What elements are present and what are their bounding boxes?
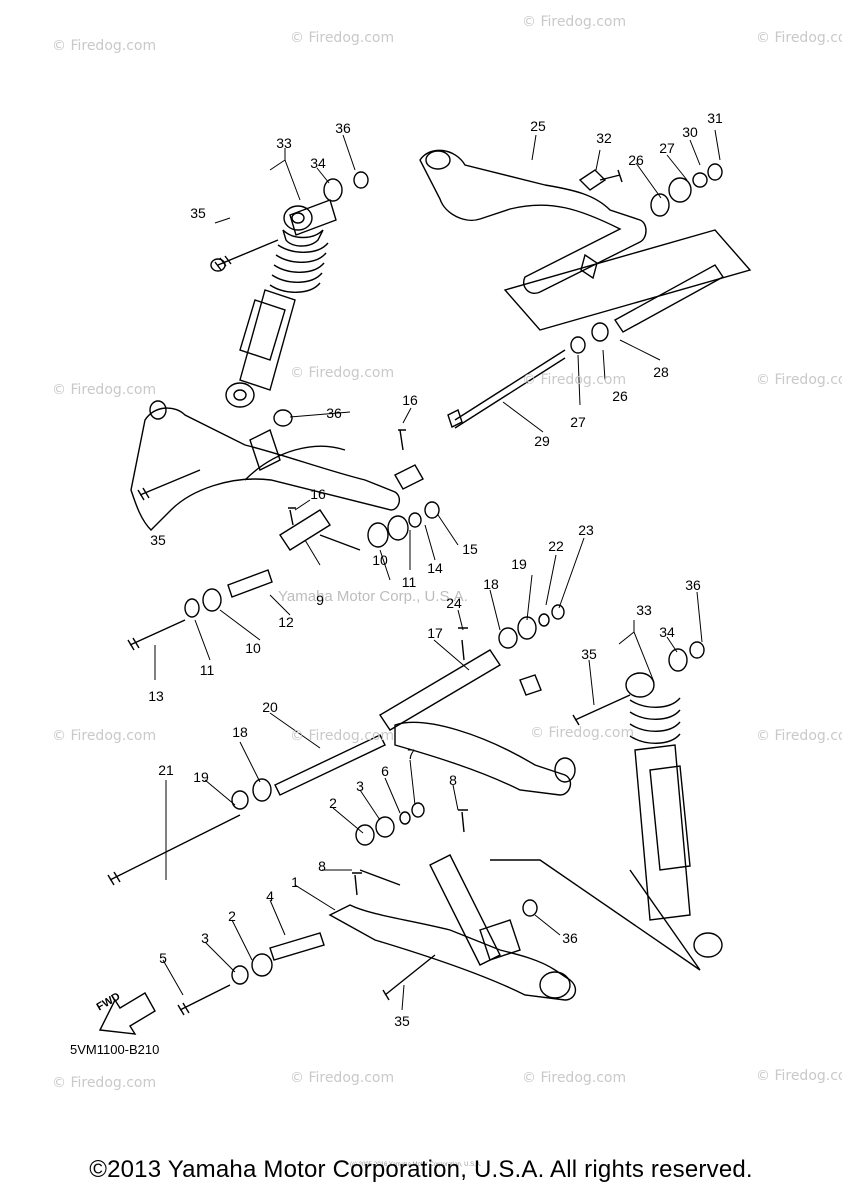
shock-absorber-lower-right bbox=[625, 672, 723, 958]
callout: 16 bbox=[402, 392, 418, 408]
watermark: © Firedog.com bbox=[522, 1070, 627, 1086]
manufacturer-watermark: Yamaha Motor Corp., U.S.A. bbox=[278, 588, 468, 605]
callout: 17 bbox=[427, 625, 443, 641]
callout: 21 bbox=[158, 762, 174, 778]
watermark: © Firedog.com bbox=[52, 1075, 157, 1091]
diagram-code: 5VM1100-B210 bbox=[70, 1042, 160, 1057]
callout: 19 bbox=[511, 556, 527, 572]
callout: 3 bbox=[356, 778, 364, 794]
callout: 10 bbox=[245, 640, 261, 656]
callout: 15 bbox=[462, 541, 478, 557]
watermark: © Firedog.com bbox=[756, 372, 842, 388]
upper-arm-left bbox=[130, 400, 424, 551]
callout: 24 bbox=[446, 595, 462, 611]
callout: 2 bbox=[329, 795, 337, 811]
copyright-footer: ©2013 Yamaha Motor Corporation, U.S.A. A… bbox=[89, 1156, 753, 1183]
shock-absorber-upper-left bbox=[225, 199, 337, 408]
watermark: © Firedog.com bbox=[522, 372, 627, 388]
callout: 34 bbox=[659, 624, 675, 640]
callout: 22 bbox=[548, 538, 564, 554]
callout: 30 bbox=[682, 124, 698, 140]
callout: 8 bbox=[318, 858, 326, 874]
callout: 6 bbox=[381, 763, 389, 779]
callout: 5 bbox=[159, 950, 167, 966]
watermark: © Firedog.com bbox=[756, 30, 842, 46]
callout: 27 bbox=[570, 414, 586, 430]
callout: 2 bbox=[228, 908, 236, 924]
fwd-arrow-icon bbox=[98, 992, 156, 1035]
callout: 3 bbox=[201, 930, 209, 946]
watermark: © Firedog.com bbox=[290, 1070, 395, 1086]
callout: 11 bbox=[199, 662, 215, 678]
watermark: © Firedog.com bbox=[290, 728, 395, 744]
callout: 14 bbox=[427, 560, 443, 576]
callout: 36 bbox=[335, 120, 351, 136]
watermark: © Firedog.com bbox=[52, 728, 157, 744]
callout: 36 bbox=[562, 930, 578, 946]
upper-arm-right bbox=[419, 149, 647, 294]
callout: 13 bbox=[148, 688, 164, 704]
callout: 29 bbox=[534, 433, 550, 449]
callout: 1 bbox=[291, 874, 299, 890]
callout: 36 bbox=[685, 577, 701, 593]
callout: 19 bbox=[193, 769, 209, 785]
callout: 35 bbox=[394, 1013, 410, 1029]
callout: 23 bbox=[578, 522, 594, 538]
callout: 31 bbox=[707, 110, 723, 126]
callout: 35 bbox=[581, 646, 597, 662]
watermark: © Firedog.com bbox=[522, 14, 627, 30]
callout: 8 bbox=[449, 772, 457, 788]
tiny-copyright: (c) 2005-2016 Yamaha Motor Corporation, … bbox=[350, 1162, 482, 1168]
watermark: © Firedog.com bbox=[756, 1068, 842, 1084]
callout: 34 bbox=[310, 155, 326, 171]
callout: 27 bbox=[659, 140, 675, 156]
callout: 20 bbox=[262, 699, 278, 715]
callout: 26 bbox=[612, 388, 628, 404]
callout: 7 bbox=[407, 746, 415, 762]
callout: 28 bbox=[653, 364, 669, 380]
callout: 18 bbox=[483, 576, 499, 592]
callout: 25 bbox=[530, 118, 546, 134]
callout: 35 bbox=[150, 532, 166, 548]
callout: 36 bbox=[326, 405, 342, 421]
callout: 16 bbox=[310, 486, 326, 502]
watermark: © Firedog.com bbox=[290, 365, 395, 381]
watermark: © Firedog.com bbox=[290, 30, 395, 46]
callout: 10 bbox=[372, 552, 388, 568]
callout: 33 bbox=[276, 135, 292, 151]
callout: 32 bbox=[596, 130, 612, 146]
watermark: © Firedog.com bbox=[52, 382, 157, 398]
callout: 4 bbox=[266, 888, 274, 904]
lower-arm-bottom bbox=[328, 854, 577, 1001]
lower-arm-middle bbox=[379, 649, 576, 796]
callout: 11 bbox=[401, 574, 417, 590]
watermark: © Firedog.com bbox=[52, 38, 157, 54]
callout: 12 bbox=[278, 614, 294, 630]
callout: 9 bbox=[316, 592, 324, 608]
callout: 35 bbox=[190, 205, 206, 221]
callout: 18 bbox=[232, 724, 248, 740]
watermark: © Firedog.com bbox=[530, 725, 635, 741]
callout: 33 bbox=[636, 602, 652, 618]
watermark: © Firedog.com bbox=[756, 728, 842, 744]
callout: 26 bbox=[628, 152, 644, 168]
